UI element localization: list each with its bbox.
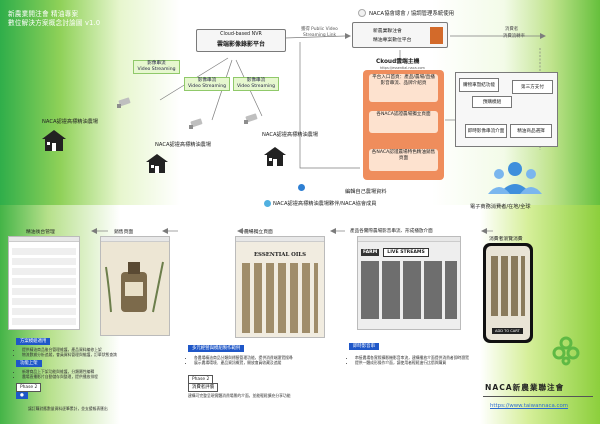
oil-bottle-illustration [105, 261, 164, 313]
server-icon [430, 27, 443, 44]
stream-label-3: 影像串流 Video Streaming [233, 77, 279, 91]
note-stream: 串接農場各實際攝影機影音串流，建構播放介面提供消費者即時瀏覽 提供一體成形操作介… [349, 355, 485, 365]
tag-module: 方案模組適用 [16, 338, 51, 345]
screen-label-admin: 精油後台管理 [26, 230, 55, 235]
nvr-title: 雲端影像錄影平台 [216, 41, 265, 48]
farm-label-3: NACA認證高標精油農場 [262, 132, 319, 138]
note-launch: 新增商品上下架功能與維護，分類屬性編輯 農場直播影片自動儲存與整理，提供播放排程 [16, 369, 146, 379]
note-farm: 各農場精油商品分類與標籤管理功能，提供消費端瀏覽搜尋 展示農場環境、產品資訊概覽… [188, 355, 323, 365]
cloud-card-farm-page: 各NACA認證農場獨立頁面 [369, 111, 438, 133]
screen-label-farm: 農場獨立頁面 [244, 230, 273, 235]
stream-shot-header: LIVE STREAMS [383, 248, 429, 257]
camera-icon [117, 97, 131, 108]
user-icon [298, 184, 305, 191]
farmhouse-icon [42, 130, 66, 151]
mgmt-platform-box: 新農業聯注會 精油專案數位平台 [352, 22, 448, 48]
note-report: 讓訂購對應數量資料逐筆累計，並支援報表匯出 [28, 406, 108, 411]
naca-top-label: NACA協會總會 / 協調管理系統使用 [369, 11, 455, 17]
tag-launch: 功能上架 [16, 360, 42, 367]
screen-label-stream: 產品各實際農場影音串流、形成播放介面 [350, 229, 433, 234]
nvr-platform-box: Cloud-based NVR 雲端影像錄影平台 [196, 29, 286, 52]
flow-arrow-4 [330, 228, 336, 234]
nvr-tag: Cloud-based NVR [220, 32, 262, 37]
consumer-group-icon [488, 162, 542, 194]
edit-note: 編輯自己農場資料 [345, 189, 387, 195]
flow-arrow-1 [91, 228, 97, 234]
brand-divider [483, 396, 593, 397]
consumer-arrow-line2: 消費流轉率 [503, 34, 525, 39]
note-scenario: 建構可完整呈現實體消費場景的介面，並能輕鬆擴充分享功能 [188, 393, 291, 398]
phase2-tag-1: Phase 2 [16, 383, 42, 392]
cart-module: 購物車暨結功能 [459, 78, 499, 92]
naca-logo-icon [552, 336, 580, 366]
tag-stream: 即時影音串 [349, 343, 379, 350]
consumer-label: 電子商務消費者/在地/全球 [470, 204, 531, 210]
mgmt-line2: 精油專案數位平台 [373, 38, 412, 43]
sales-screenshot [100, 236, 170, 336]
members-note: NACA認證高標精油農場夥伴/NACA協會成員 [273, 201, 377, 207]
brand-name: NACA新農業聯注會 [485, 383, 565, 392]
cloud-host-title: Ckoud雲端主機 [376, 59, 420, 65]
camera-icon [189, 118, 203, 129]
public-link-line1: 獲得 Public Video [301, 27, 338, 32]
farm-label-2: NACA認證高標精油農場 [155, 142, 212, 148]
admin-screenshot [8, 236, 80, 330]
note-admin: 提供精油商品後台管理維護，產品資料編修上架 物流數據分析追蹤，會員資料管理與維護… [16, 347, 146, 357]
farm-shot-header: ESSENTIAL OILS [253, 252, 307, 258]
title-line-1: 新農業開注會 精油專案 [8, 10, 79, 18]
stream-label-1: 影像串流 Video Streaming [133, 60, 180, 74]
public-link-line2: Streaming Link [303, 33, 337, 38]
stream-label-2: 影像串流 Video Streaming [184, 77, 230, 91]
farm-label-1: NACA認證高標精油農場 [42, 119, 99, 125]
admin-select: 精油商品選擇 [510, 124, 552, 138]
flow-arrow-5 [481, 228, 487, 234]
screen-label-sales: 銷售頁面 [114, 230, 134, 235]
instant-stream-ui: 即時影像串流介面 [465, 124, 507, 138]
stream-shot-logo: FARM [361, 249, 380, 256]
cloud-card-home: 平台入口首頁：產品/農場/直播影音串流、品牌介紹頁 [369, 74, 438, 102]
user-icon [264, 200, 271, 207]
arrow-head-1 [345, 33, 351, 39]
review-tag: 消費者評價 [188, 383, 218, 392]
user-icon [358, 9, 366, 17]
tag-diverse: 多元經營與模組製作範例 [188, 345, 245, 352]
cloud-card-sales-page: 各NACA認證農場特色精油銷售頁面 [369, 149, 438, 171]
camera-icon [244, 113, 258, 124]
farmhouse-icon [146, 154, 168, 173]
title-line-2: 數位解決方案概念討論圖 v1.0 [8, 19, 101, 27]
farm-screenshot: ESSENTIAL OILS [235, 236, 325, 338]
add-to-cart-button[interactable]: ADD TO CART [492, 328, 523, 334]
nvr-to-mgmt-line [284, 35, 346, 39]
stream-screenshot: FARM LIVE STREAMS [357, 236, 461, 330]
flow-arrow-2 [162, 228, 168, 234]
phone-mockup: ADD TO CART [483, 243, 533, 343]
brand-url-link[interactable]: https://www.taiwannaca.com [490, 403, 569, 409]
screen-label-consumer: 消費者瀏覽消費 [489, 237, 523, 242]
cloud-host-url: https://essential.naca.com [380, 66, 425, 70]
farmhouse-icon [264, 147, 286, 166]
consumer-arrow-line1: 消費者 [505, 27, 519, 32]
flow-arrow-3 [237, 228, 243, 234]
tag-extra: ● [16, 392, 28, 399]
third-party-payment: 第三方支付 [512, 80, 553, 94]
edit-line [299, 42, 360, 169]
mgmt-line1: 新農業聯注會 [373, 29, 402, 34]
arrow-head-2 [540, 33, 546, 39]
preorder-module: 預購模組 [472, 96, 512, 108]
